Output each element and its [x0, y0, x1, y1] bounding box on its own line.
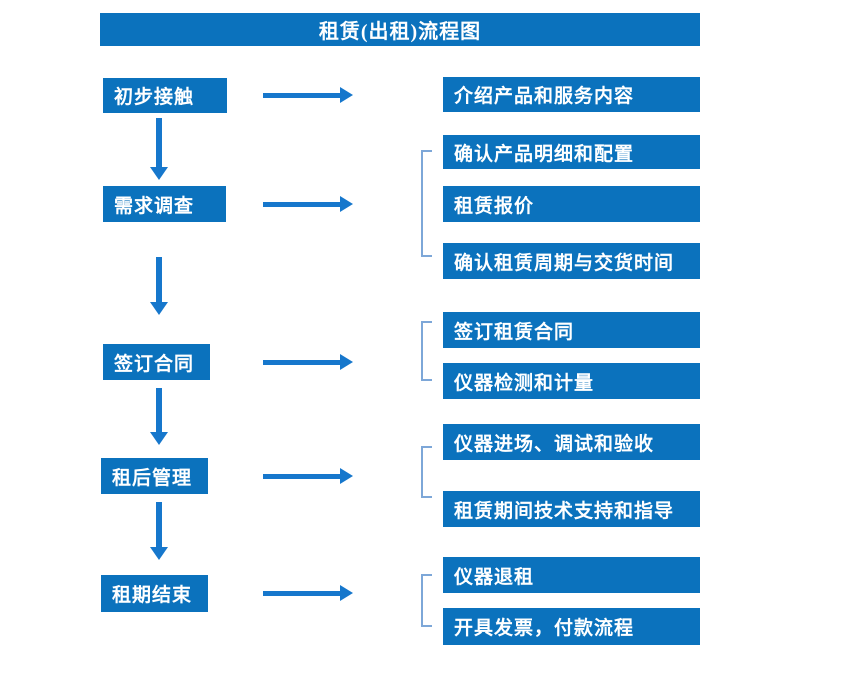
arrow-down-icon-2 [149, 257, 169, 315]
arrow-down-icon-4 [149, 502, 169, 560]
arrow-head [340, 468, 353, 484]
arrow-stem [156, 118, 162, 167]
arrow-head [150, 167, 168, 180]
step-box-initial-contact: 初步接触 [103, 78, 227, 113]
detail-box-confirm-details-config: 确认产品明细和配置 [443, 135, 700, 169]
bracket-icon-sign-contract-group [421, 321, 432, 381]
arrow-stem [263, 473, 340, 479]
arrow-head [340, 196, 353, 212]
bracket-icon-rental-end-group [421, 574, 432, 627]
bracket-icon-post-rental-group [421, 446, 432, 498]
detail-box-rental-tech-support: 租赁期间技术支持和指导 [443, 491, 700, 527]
detail-box-instrument-entry-acceptance: 仪器进场、调试和验收 [443, 424, 700, 460]
arrow-head [150, 302, 168, 315]
detail-box-invoice-payment: 开具发票，付款流程 [443, 608, 700, 645]
arrow-head [150, 432, 168, 445]
step-box-post-rental-management: 租后管理 [101, 458, 208, 494]
arrow-head [150, 547, 168, 560]
arrow-right-icon-1 [263, 87, 353, 103]
arrow-stem [263, 92, 340, 98]
detail-box-instrument-return: 仪器退租 [443, 557, 700, 593]
bracket-icon-demand-survey-group [421, 150, 432, 257]
arrow-head [340, 354, 353, 370]
arrow-right-icon-4 [263, 468, 353, 484]
arrow-down-icon-1 [149, 118, 169, 180]
arrow-down-icon-3 [149, 388, 169, 445]
arrow-head [340, 585, 353, 601]
arrow-stem [263, 590, 340, 596]
arrow-right-icon-2 [263, 196, 353, 212]
detail-box-confirm-period-delivery: 确认租赁周期与交货时间 [443, 243, 700, 279]
detail-box-rental-quote: 租赁报价 [443, 186, 700, 222]
flowchart-title: 租赁(出租)流程图 [100, 13, 700, 46]
detail-box-instrument-testing: 仪器检测和计量 [443, 363, 700, 399]
arrow-stem [156, 388, 162, 432]
arrow-right-icon-5 [263, 585, 353, 601]
arrow-head [340, 87, 353, 103]
step-box-demand-survey: 需求调查 [103, 186, 226, 222]
arrow-stem [156, 502, 162, 547]
arrow-stem [156, 257, 162, 302]
arrow-stem [263, 201, 340, 207]
arrow-right-icon-3 [263, 354, 353, 370]
step-box-sign-contract: 签订合同 [103, 344, 210, 380]
detail-box-introduce-products: 介绍产品和服务内容 [443, 77, 700, 112]
arrow-stem [263, 359, 340, 365]
detail-box-sign-rental-contract: 签订租赁合同 [443, 312, 700, 348]
step-box-rental-end: 租期结束 [101, 575, 208, 612]
